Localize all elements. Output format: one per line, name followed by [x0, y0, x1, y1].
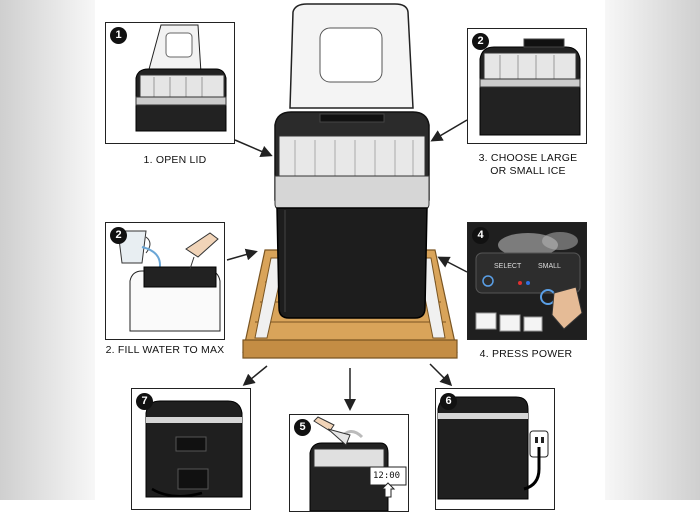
step-6-panel: 6 [435, 388, 555, 510]
step-1-number: 1 [110, 27, 127, 44]
timer-display: 12:00 [373, 471, 401, 481]
right-photo-border [605, 0, 700, 500]
step-4-number: 4 [472, 227, 489, 244]
arrow-from-step2 [226, 248, 258, 261]
step-5-panel: 5 12:00 [289, 414, 409, 512]
main-illustration [226, 3, 468, 411]
main-ice-maker [274, 3, 430, 319]
control-panel-illustration [468, 223, 586, 339]
size-button-label: SMALL [538, 263, 561, 270]
step-3-panel: 2 [467, 28, 587, 144]
left-photo-border [0, 0, 95, 500]
plug-in-illustration [437, 396, 549, 500]
step-6-number: 6 [440, 393, 457, 410]
select-button-label: SELECT [494, 263, 522, 270]
step-2-caption: 2. FILL WATER TO MAX [105, 344, 225, 356]
step-5-number: 5 [294, 419, 311, 436]
step-7-panel: 7 [131, 388, 251, 510]
step-4-panel: 4 SELECT SMALL [467, 222, 587, 340]
step-1-panel: 1 [105, 22, 235, 144]
step-4-caption: 4. PRESS POWER [479, 348, 573, 360]
scoop-ice-illustration [309, 416, 407, 511]
step-1-caption: 1. OPEN LID [143, 154, 207, 166]
open-lid-illustration [135, 24, 227, 132]
arrow-from-step1 [234, 139, 273, 157]
step-2-panel: 2 [105, 222, 225, 340]
arrow-to-step7 [242, 365, 268, 386]
choose-ice-illustration [479, 38, 581, 136]
step-3-caption: 3. CHOOSE LARGE OR SMALL ICE [478, 152, 578, 177]
arrow-from-step3 [430, 119, 468, 142]
instruction-diagram: 1 1. OPEN LID 2 3. CHOOSE LARGE OR SMALL [95, 0, 605, 512]
arrow-from-step4 [437, 256, 468, 273]
step-7-number: 7 [136, 393, 153, 410]
step-3-number: 2 [472, 33, 489, 50]
step-2-number: 2 [110, 227, 127, 244]
arrow-to-step6 [429, 363, 453, 387]
